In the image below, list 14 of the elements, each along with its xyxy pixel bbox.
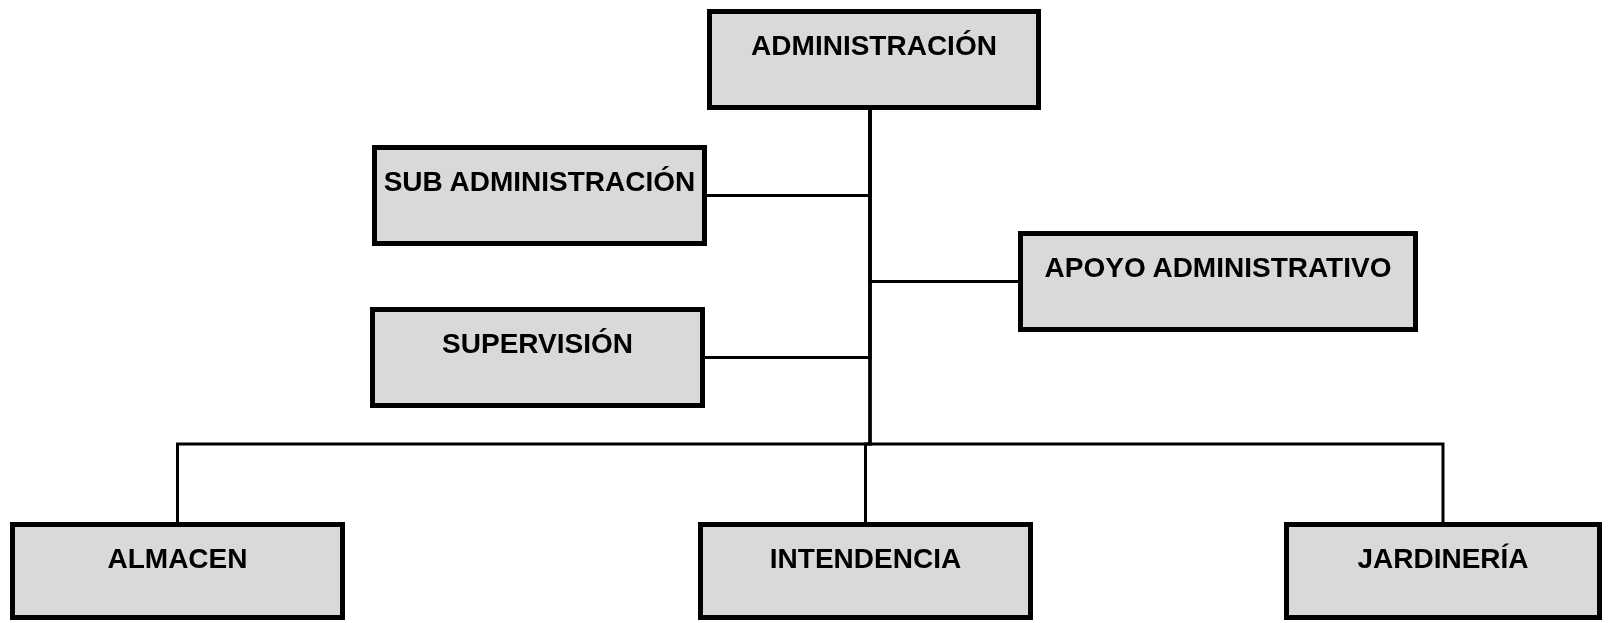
- box-label: ADMINISTRACIÓN: [751, 29, 997, 63]
- org-box: [698, 522, 1033, 620]
- org-box: [707, 9, 1041, 110]
- box-label: SUPERVISIÓN: [442, 327, 633, 361]
- org-box: [370, 307, 705, 408]
- org-box: [1018, 231, 1418, 332]
- org-box: [1284, 522, 1602, 620]
- box-label: SUB ADMINISTRACIÓN: [383, 165, 696, 199]
- org-box: [372, 145, 707, 246]
- org-box: [10, 522, 345, 620]
- box-label: APOYO ADMINISTRATIVO: [1044, 251, 1392, 285]
- box-label: INTENDENCIA: [769, 542, 962, 576]
- box-label: JARDINERÍA: [1357, 542, 1529, 576]
- box-label: ALMACEN: [107, 542, 248, 576]
